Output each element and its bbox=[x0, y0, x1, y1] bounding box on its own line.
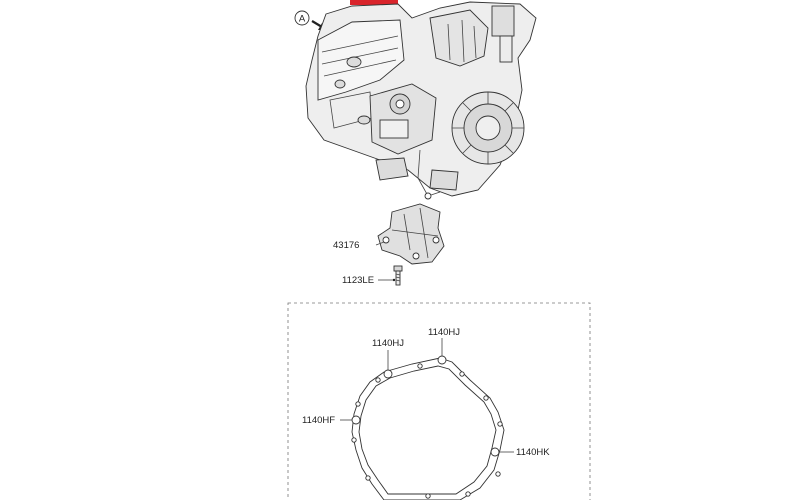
bracket-part-label: 43176 bbox=[333, 240, 359, 251]
mounting-bolt bbox=[393, 265, 403, 286]
callout-label-right: 1140HK bbox=[516, 447, 550, 458]
transmission-assembly bbox=[305, 1, 537, 200]
callout-label-left: 1140HF bbox=[302, 415, 335, 426]
callout-label-top-left: 1140HJ bbox=[372, 338, 404, 349]
gasket-inset-frame bbox=[287, 302, 591, 500]
bolt-part-label: 1123LE bbox=[342, 275, 374, 286]
highlight-marker bbox=[350, 0, 398, 5]
callout-label-top-right: 1140HJ bbox=[428, 327, 460, 338]
mounting-bracket bbox=[377, 203, 445, 265]
housing-gasket bbox=[351, 355, 505, 500]
dowel-pin-top-right bbox=[437, 355, 447, 365]
dowel-pin-top-left bbox=[383, 369, 393, 379]
dowel-pin-left bbox=[351, 415, 361, 425]
view-a-label: A bbox=[299, 14, 306, 25]
dowel-pin-right bbox=[490, 447, 500, 457]
bracket-leader-line bbox=[375, 241, 385, 246]
